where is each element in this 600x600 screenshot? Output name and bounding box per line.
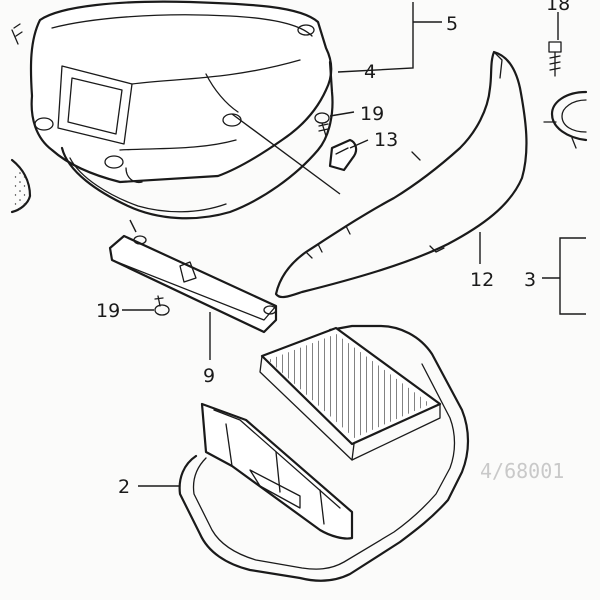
duct-cover: [274, 50, 528, 299]
bolt-18: [548, 41, 562, 77]
callout-3: 3: [524, 269, 536, 291]
air-cleaner-housing-cover: [29, 0, 334, 220]
callout-5: 5: [446, 13, 458, 35]
callout-19-top: 19: [360, 103, 384, 125]
left-edge-stipple: [12, 170, 26, 210]
watermark-text: 4/68001: [480, 459, 564, 483]
callout-2: 2: [118, 476, 130, 498]
clip-13: [328, 138, 358, 172]
bracket-9: [108, 234, 278, 334]
callout-4: 4: [364, 61, 376, 83]
air-cleaner-element: [178, 324, 470, 582]
callout-19-left: 19: [96, 300, 120, 322]
callout-12: 12: [470, 269, 494, 291]
callout-18: 18: [546, 0, 570, 15]
callout-13: 13: [374, 129, 398, 151]
screw-19-top: [314, 112, 330, 137]
callout-9: 9: [203, 365, 215, 387]
screw-19-left: [154, 295, 170, 316]
leader-lines: [122, 2, 586, 487]
clamp-3: [543, 90, 588, 149]
edge-screw-icon: [11, 23, 23, 45]
